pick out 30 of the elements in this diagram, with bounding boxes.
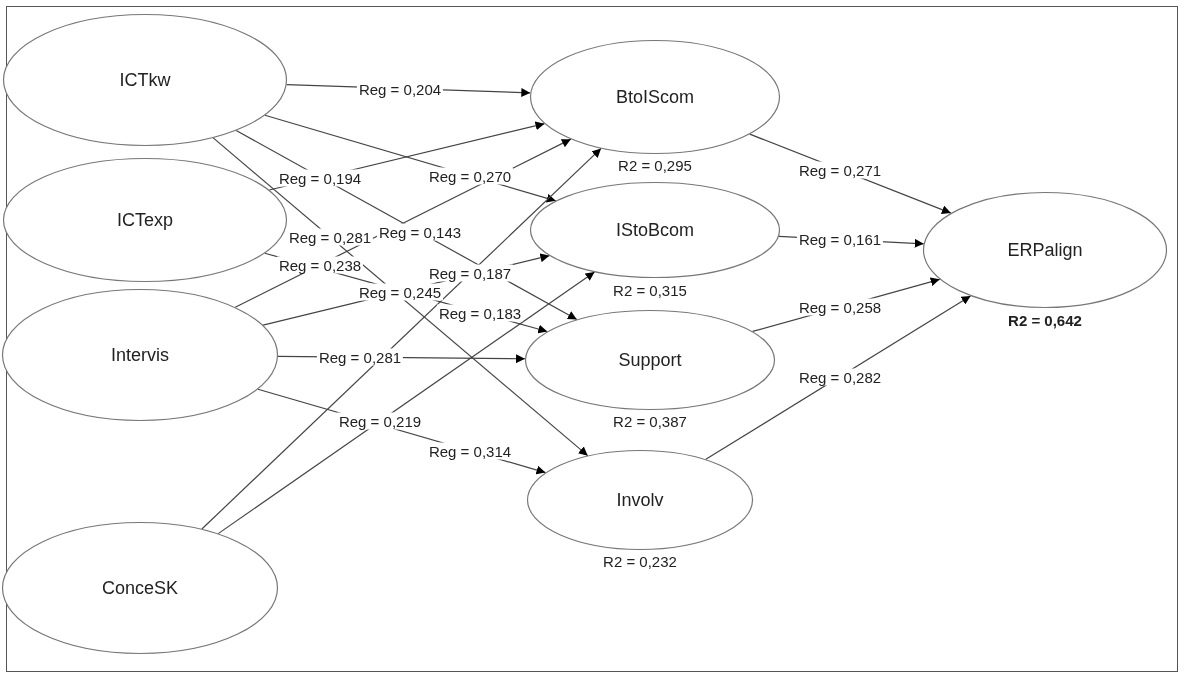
- construct-ellipse: [2, 522, 278, 654]
- construct-ellipse: [2, 289, 278, 421]
- arrow: [705, 295, 972, 460]
- construct-name: Support: [617, 349, 683, 371]
- construct-ellipse: [530, 40, 780, 154]
- construct-name: ICTkw: [118, 69, 172, 91]
- arrow: [201, 147, 602, 530]
- construct-ellipse: [527, 450, 753, 550]
- r-squared-label: R2 = 0,642: [1008, 312, 1082, 329]
- construct-name: ERPalign: [1006, 239, 1084, 261]
- construct-name: ICTexp: [116, 209, 174, 231]
- construct-ellipse: [530, 182, 780, 278]
- r-squared-label: R2 = 0,315: [613, 282, 687, 299]
- construct-name: ConceSK: [100, 577, 179, 599]
- edge-label: Reg = 0,281: [316, 348, 404, 366]
- construct-ellipse: [525, 310, 775, 410]
- construct-name: BtoIScom: [615, 86, 695, 108]
- edge-label: Reg = 0,219: [336, 412, 424, 430]
- edge-label: Reg = 0,238: [276, 256, 364, 274]
- construct-ellipse: [3, 14, 287, 146]
- r-squared-label: R2 = 0,387: [613, 413, 687, 430]
- r-squared-label: R2 = 0,232: [603, 553, 677, 570]
- construct-ellipse: [923, 192, 1167, 308]
- construct-name: Involv: [615, 489, 665, 511]
- construct-name: IStoBcom: [615, 219, 695, 241]
- edge-label: Reg = 0,143: [376, 223, 464, 241]
- r-squared-label: R2 = 0,295: [618, 157, 692, 174]
- arrow: [217, 271, 596, 535]
- edge-label: Reg = 0,183: [436, 304, 524, 322]
- construct-name: Intervis: [110, 344, 170, 366]
